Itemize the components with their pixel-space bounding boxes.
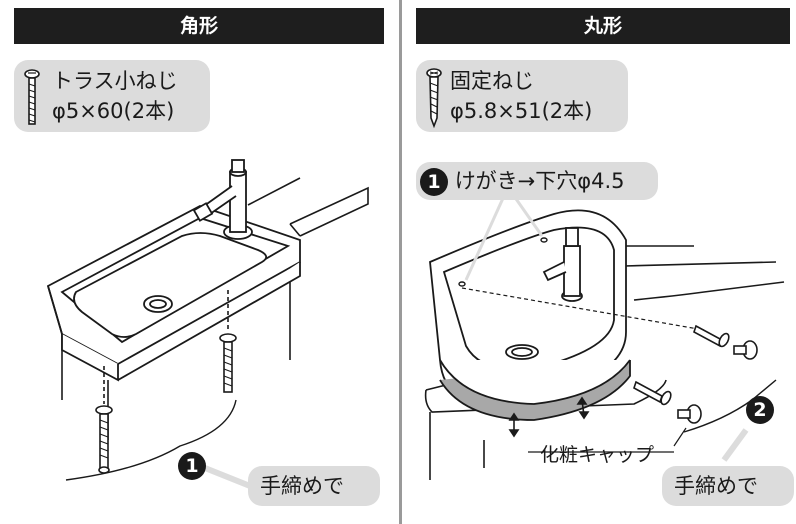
round-faucet (542, 227, 583, 302)
left-illustration (24, 69, 369, 489)
faucet (192, 159, 253, 240)
left-step-leader (203, 465, 252, 489)
right-step2-number: 2 (746, 396, 774, 424)
decorative-cap-label: 化粧キャップ (540, 444, 655, 466)
panel-divider (399, 0, 402, 524)
left-step1-number: 1 (178, 452, 206, 480)
right-illustration (424, 68, 785, 480)
right-panel-title: 丸形 (416, 8, 790, 44)
right-step2-label: 手締めで (662, 466, 794, 506)
round-basin (429, 209, 631, 421)
right-step2-leader (721, 428, 749, 462)
left-panel-title: 角形 (14, 8, 384, 44)
right-step1-label: けがき→下穴φ4.5 (454, 169, 625, 193)
gap-arrows (508, 396, 590, 438)
fixing-screw-icon (426, 68, 442, 129)
left-step1-label: 手締めで (248, 466, 380, 506)
right-step1-number: 1 (420, 168, 448, 196)
right-screw-spec-box (416, 60, 628, 132)
cap-leader (673, 427, 687, 447)
right-panel-round-type: 丸形 (404, 0, 796, 524)
right-screws (633, 324, 777, 433)
left-screw-spec-box (14, 60, 210, 132)
right-screw-name: 固定ねじ (450, 69, 534, 93)
truss-screw-icon (24, 69, 40, 125)
left-screws (65, 290, 237, 481)
square-basin (46, 205, 301, 382)
right-screw-spec: φ5.8×51(2本) (450, 99, 593, 123)
drill-marks (458, 195, 705, 331)
left-screw-spec: φ5×60(2本) (52, 99, 175, 123)
right-step1-callout: 1 けがき→下穴φ4.5 (416, 162, 658, 200)
left-screw-name: トラス小ねじ (52, 69, 178, 93)
left-panel-square-type: 角形 (14, 8, 384, 506)
